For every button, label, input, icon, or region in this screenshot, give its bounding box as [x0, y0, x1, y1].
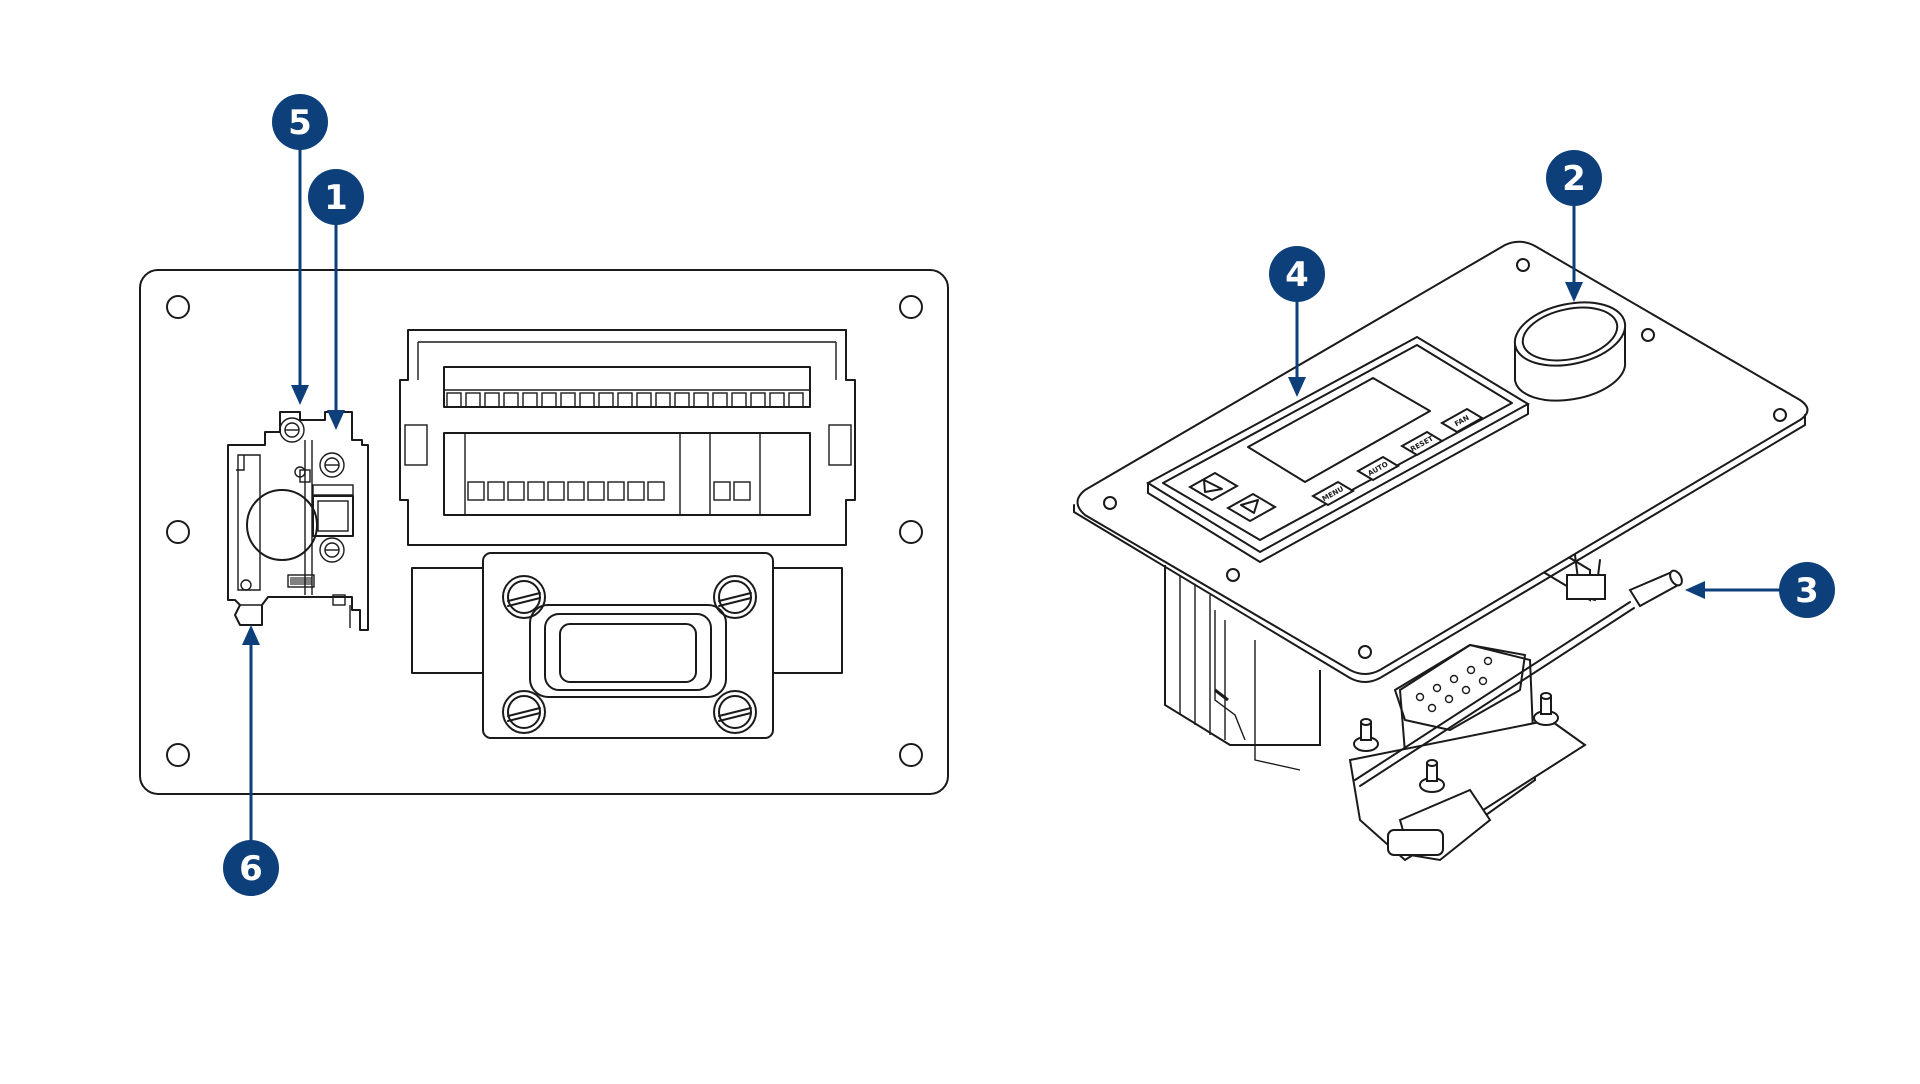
terminal-cell — [487, 481, 505, 501]
screw-icon — [502, 690, 546, 734]
callout-4-label: 4 — [1285, 255, 1309, 295]
callout-1-label: 1 — [324, 178, 348, 218]
callout-3: 3 — [1779, 562, 1835, 618]
terminal-cell — [617, 392, 633, 408]
arrow-down-icon — [1240, 499, 1259, 514]
screw-icon — [713, 575, 757, 619]
callout-3-label: 3 — [1795, 571, 1819, 611]
arrow-down-button[interactable] — [1225, 492, 1278, 523]
terminal-cell — [587, 481, 605, 501]
display-window — [1247, 377, 1431, 483]
terminal-cells-top — [446, 392, 804, 408]
terminal-cell — [674, 392, 690, 408]
terminal-cell — [522, 392, 538, 408]
terminal-cell — [788, 392, 804, 408]
callout-5-label: 5 — [288, 103, 312, 143]
terminal-cell — [647, 481, 665, 501]
terminal-cell — [527, 481, 545, 501]
leaders — [242, 145, 1780, 845]
mounting-hole — [899, 295, 923, 319]
terminal-cell — [731, 392, 747, 408]
panel-plate — [139, 269, 949, 795]
arrow-up-button[interactable] — [1187, 471, 1240, 502]
terminal-cell — [467, 481, 485, 501]
mounting-hole — [899, 743, 923, 767]
terminal-cell — [579, 392, 595, 408]
terminal-cell — [465, 392, 481, 408]
terminal-cell — [712, 392, 728, 408]
terminal-cell — [507, 481, 525, 501]
callout-6-label: 6 — [239, 849, 263, 889]
terminal-cell — [484, 392, 500, 408]
mounting-hole — [166, 295, 190, 319]
terminal-cell — [750, 392, 766, 408]
switch-rotor — [246, 489, 318, 561]
callout-2: 2 — [1546, 150, 1602, 206]
controller-button-menu[interactable]: MENU — [1311, 480, 1355, 507]
terminal-cell — [607, 481, 625, 501]
screw-icon — [713, 690, 757, 734]
terminal-cell — [503, 392, 519, 408]
terminal-cell — [446, 392, 462, 408]
terminal-cell — [598, 392, 614, 408]
terminal-cell — [541, 392, 557, 408]
terminal-cell — [567, 481, 585, 501]
callout-4: 4 — [1269, 246, 1325, 302]
terminal-cell — [636, 392, 652, 408]
mounting-hole — [166, 743, 190, 767]
mounting-hole — [899, 520, 923, 544]
arrow-up-icon — [1203, 479, 1223, 493]
panel-connector — [411, 552, 843, 739]
front-view-panel — [139, 269, 949, 795]
mounting-hole — [166, 520, 190, 544]
callout-6: 6 — [223, 840, 279, 896]
terminal-cell — [713, 481, 731, 501]
callout-5: 5 — [272, 94, 328, 150]
terminal-cells-bottom — [467, 481, 751, 501]
terminal-cell — [693, 392, 709, 408]
sensor-probe — [1354, 554, 1683, 787]
terminal-cell — [627, 481, 645, 501]
terminal-cell — [560, 392, 576, 408]
controller-button-fan[interactable]: FAN — [1440, 407, 1484, 434]
controller-button-auto[interactable]: AUTO — [1356, 455, 1400, 482]
terminal-strip — [399, 329, 856, 546]
callout-2-label: 2 — [1562, 159, 1586, 199]
switch-block — [227, 411, 369, 631]
knob — [1513, 301, 1627, 402]
db-connector — [1348, 643, 1587, 862]
terminal-cell — [733, 481, 751, 501]
terminal-cell — [769, 392, 785, 408]
terminal-cell — [655, 392, 671, 408]
callout-1: 1 — [308, 169, 364, 225]
terminal-cell — [547, 481, 565, 501]
screw-icon — [502, 575, 546, 619]
controller-button-reset[interactable]: RESET — [1400, 430, 1444, 457]
